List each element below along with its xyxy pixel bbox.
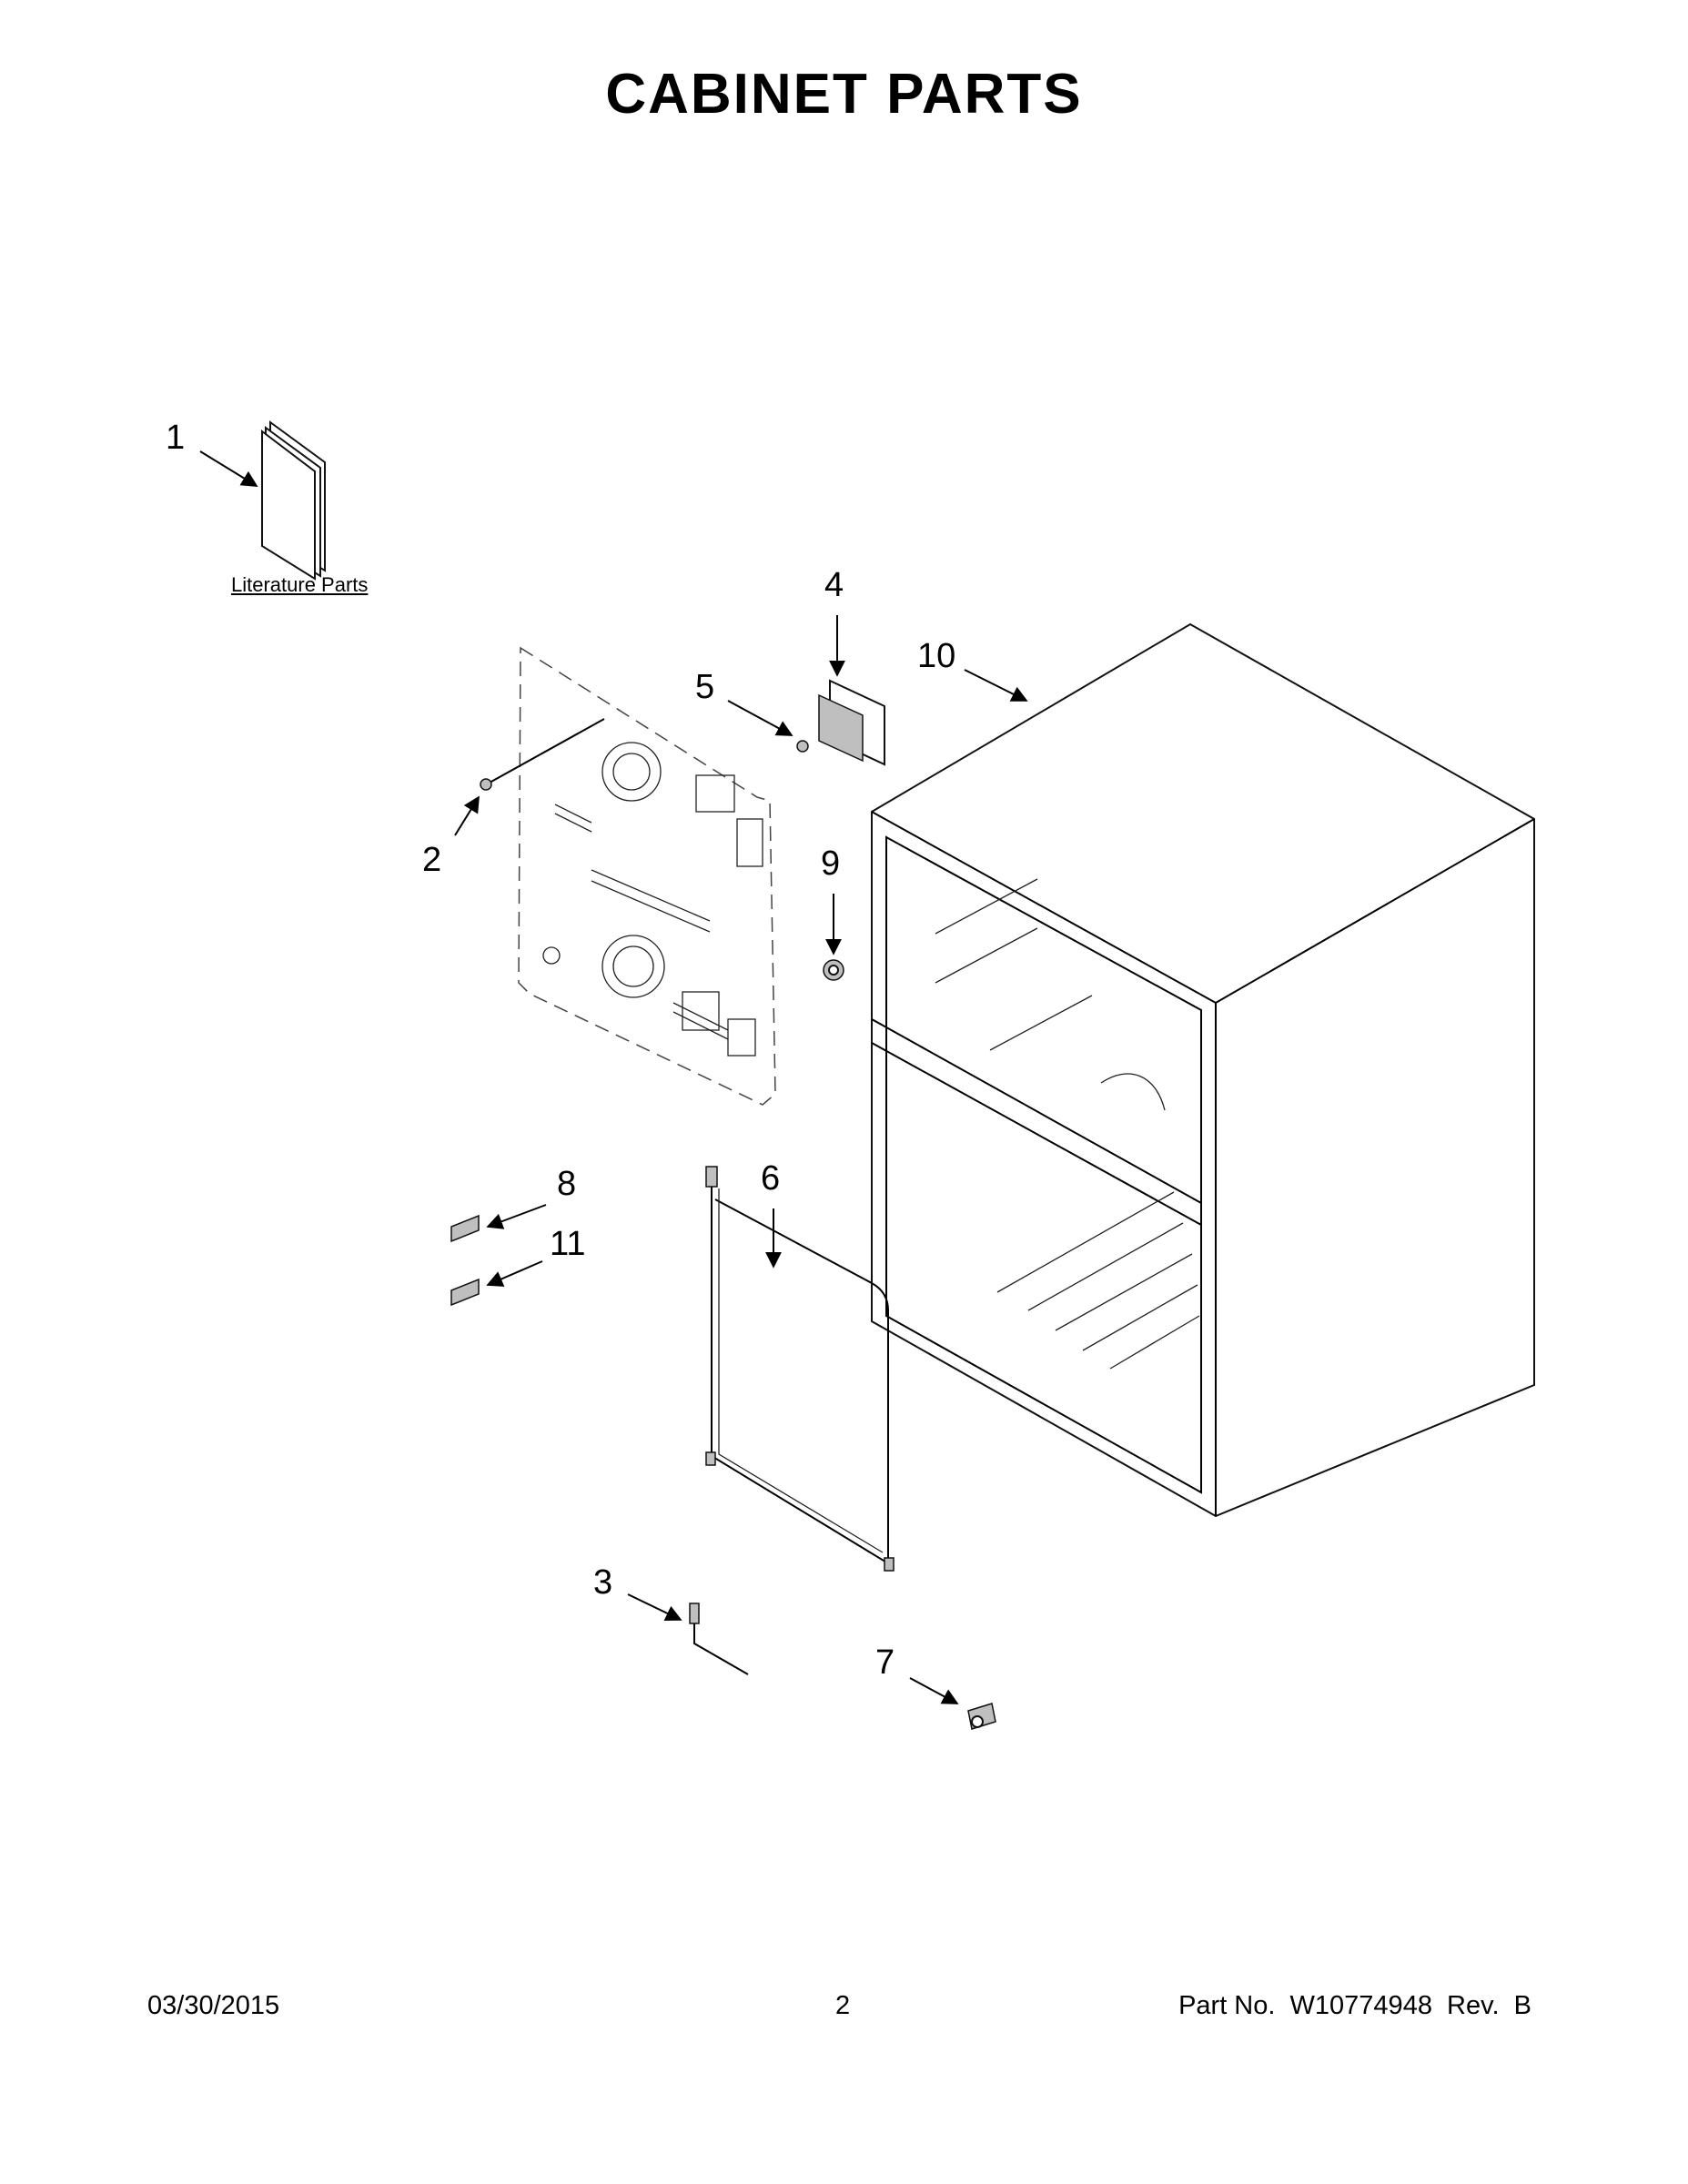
cabinet-liner: [871, 622, 1535, 1518]
connector-part-7: [967, 1703, 996, 1730]
footer-part-number: Part No. W10774948 Rev. B: [1178, 1991, 1531, 2020]
footer-page-number: 2: [835, 1991, 851, 2020]
callout-3: 3: [593, 1563, 613, 1602]
callout-7: 7: [875, 1643, 895, 1682]
callout-arrows: [199, 450, 1028, 1704]
callout-4: 4: [824, 566, 844, 604]
plug-part-9: [823, 959, 844, 981]
footer-date: 03/30/2015: [147, 1991, 280, 2020]
callout-5: 5: [695, 668, 715, 706]
callout-11: 11: [550, 1225, 586, 1263]
control-box: [818, 679, 885, 766]
callout-2: 2: [422, 841, 442, 879]
literature-parts-link[interactable]: Literature Parts: [231, 573, 369, 596]
page-title: CABINET PARTS: [605, 63, 1083, 126]
clip-part-8: [450, 1214, 480, 1243]
callout-10: 10: [917, 637, 956, 675]
evaporator-cover-panel: [518, 646, 776, 1106]
literature-booklet: [261, 420, 326, 581]
callout-8: 8: [557, 1165, 577, 1203]
callout-9: 9: [821, 844, 841, 883]
callout-6: 6: [761, 1159, 781, 1198]
callout-1: 1: [166, 419, 186, 457]
clip-part-11: [450, 1278, 480, 1307]
screw-part-5: [796, 740, 809, 753]
sensor-part-3: [689, 1603, 749, 1675]
heater-loop: [705, 1166, 895, 1572]
